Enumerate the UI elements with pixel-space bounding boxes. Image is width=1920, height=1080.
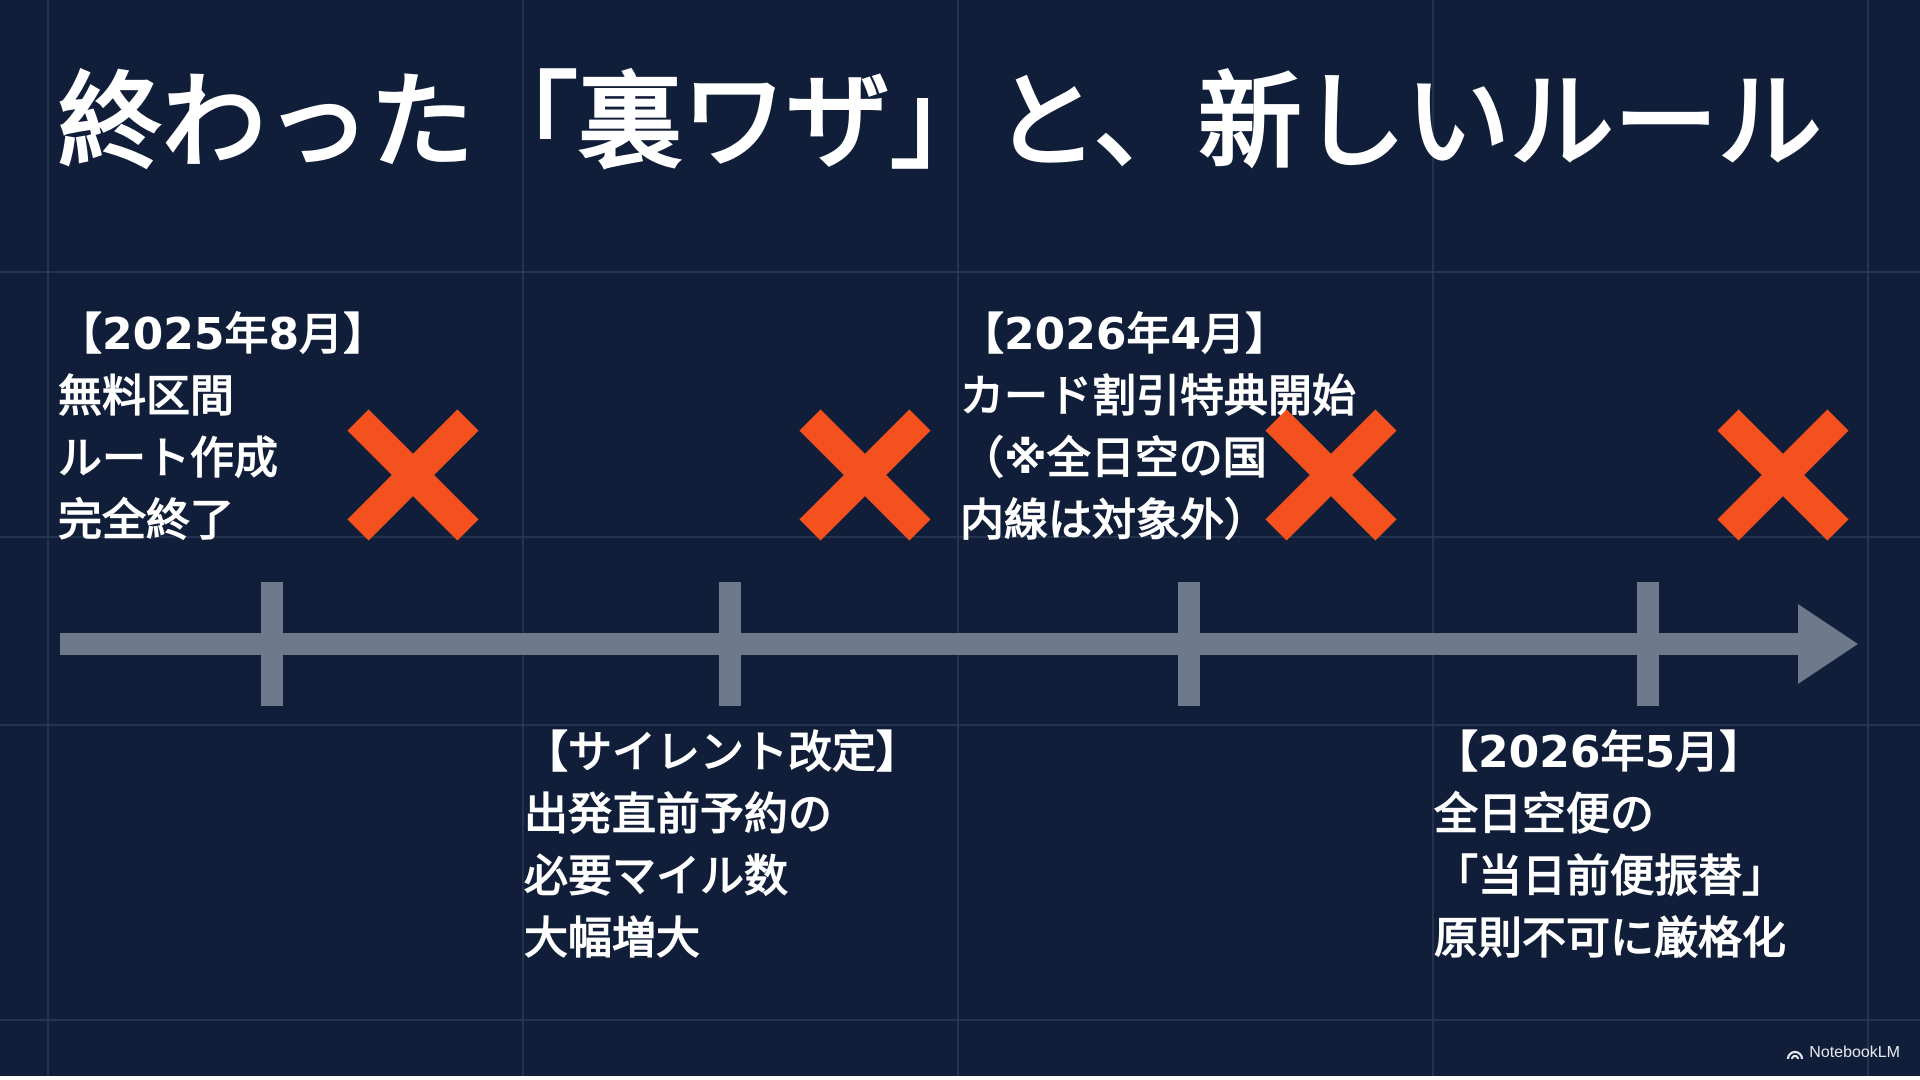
slide-title: 終わった「裏ワザ」と、新しいルール bbox=[58, 61, 1822, 183]
event-text-line: 完全終了 bbox=[58, 495, 234, 546]
x-mark-icon bbox=[1265, 409, 1397, 541]
timeline-tick bbox=[261, 582, 283, 706]
x-mark-icon bbox=[1717, 409, 1849, 541]
event-date-label: 【2026年4月】 bbox=[960, 309, 1290, 360]
event-text-line: 無料区間 bbox=[58, 371, 234, 422]
event-date-label: 【2025年8月】 bbox=[58, 309, 388, 360]
event-text-line: 「当日前便振替」 bbox=[1434, 851, 1786, 902]
notebooklm-logo-icon bbox=[1787, 1050, 1804, 1060]
event-text-line: （※全日空の国 bbox=[960, 433, 1267, 484]
timeline-event-2026-05: 【2026年5月】 全日空便の 「当日前便振替」 原則不可に厳格化 bbox=[1434, 722, 1786, 970]
timeline bbox=[60, 582, 1858, 706]
event-text-line: 大幅増大 bbox=[524, 913, 700, 964]
timeline-tick bbox=[1637, 582, 1659, 706]
timeline-axis bbox=[60, 633, 1820, 655]
event-text-line: 必要マイル数 bbox=[524, 851, 788, 902]
event-date-label: 【サイレント改定】 bbox=[524, 727, 920, 778]
event-text-line: 全日空便の bbox=[1434, 789, 1654, 840]
arrow-right-icon bbox=[1798, 604, 1858, 684]
x-mark-icon bbox=[347, 409, 479, 541]
x-mark-icon bbox=[799, 409, 931, 541]
event-text-line: ルート作成 bbox=[58, 433, 278, 484]
timeline-event-silent-revision: 【サイレント改定】 出発直前予約の 必要マイル数 大幅増大 bbox=[524, 722, 920, 970]
timeline-tick bbox=[1178, 582, 1200, 706]
event-text-line: 内線は対象外） bbox=[960, 495, 1268, 546]
branding: NotebookLM bbox=[1786, 1044, 1900, 1062]
timeline-event-2026-04: 【2026年4月】 カード割引特典開始 （※全日空の国 内線は対象外） bbox=[960, 304, 1356, 552]
event-text-line: 原則不可に厳格化 bbox=[1434, 913, 1786, 964]
event-text-line: 出発直前予約の bbox=[524, 789, 832, 840]
branding-label: NotebookLM bbox=[1809, 1044, 1900, 1061]
timeline-event-2025-08: 【2025年8月】 無料区間 ルート作成 完全終了 bbox=[58, 304, 387, 552]
event-date-label: 【2026年5月】 bbox=[1434, 727, 1764, 778]
timeline-tick bbox=[719, 582, 741, 706]
